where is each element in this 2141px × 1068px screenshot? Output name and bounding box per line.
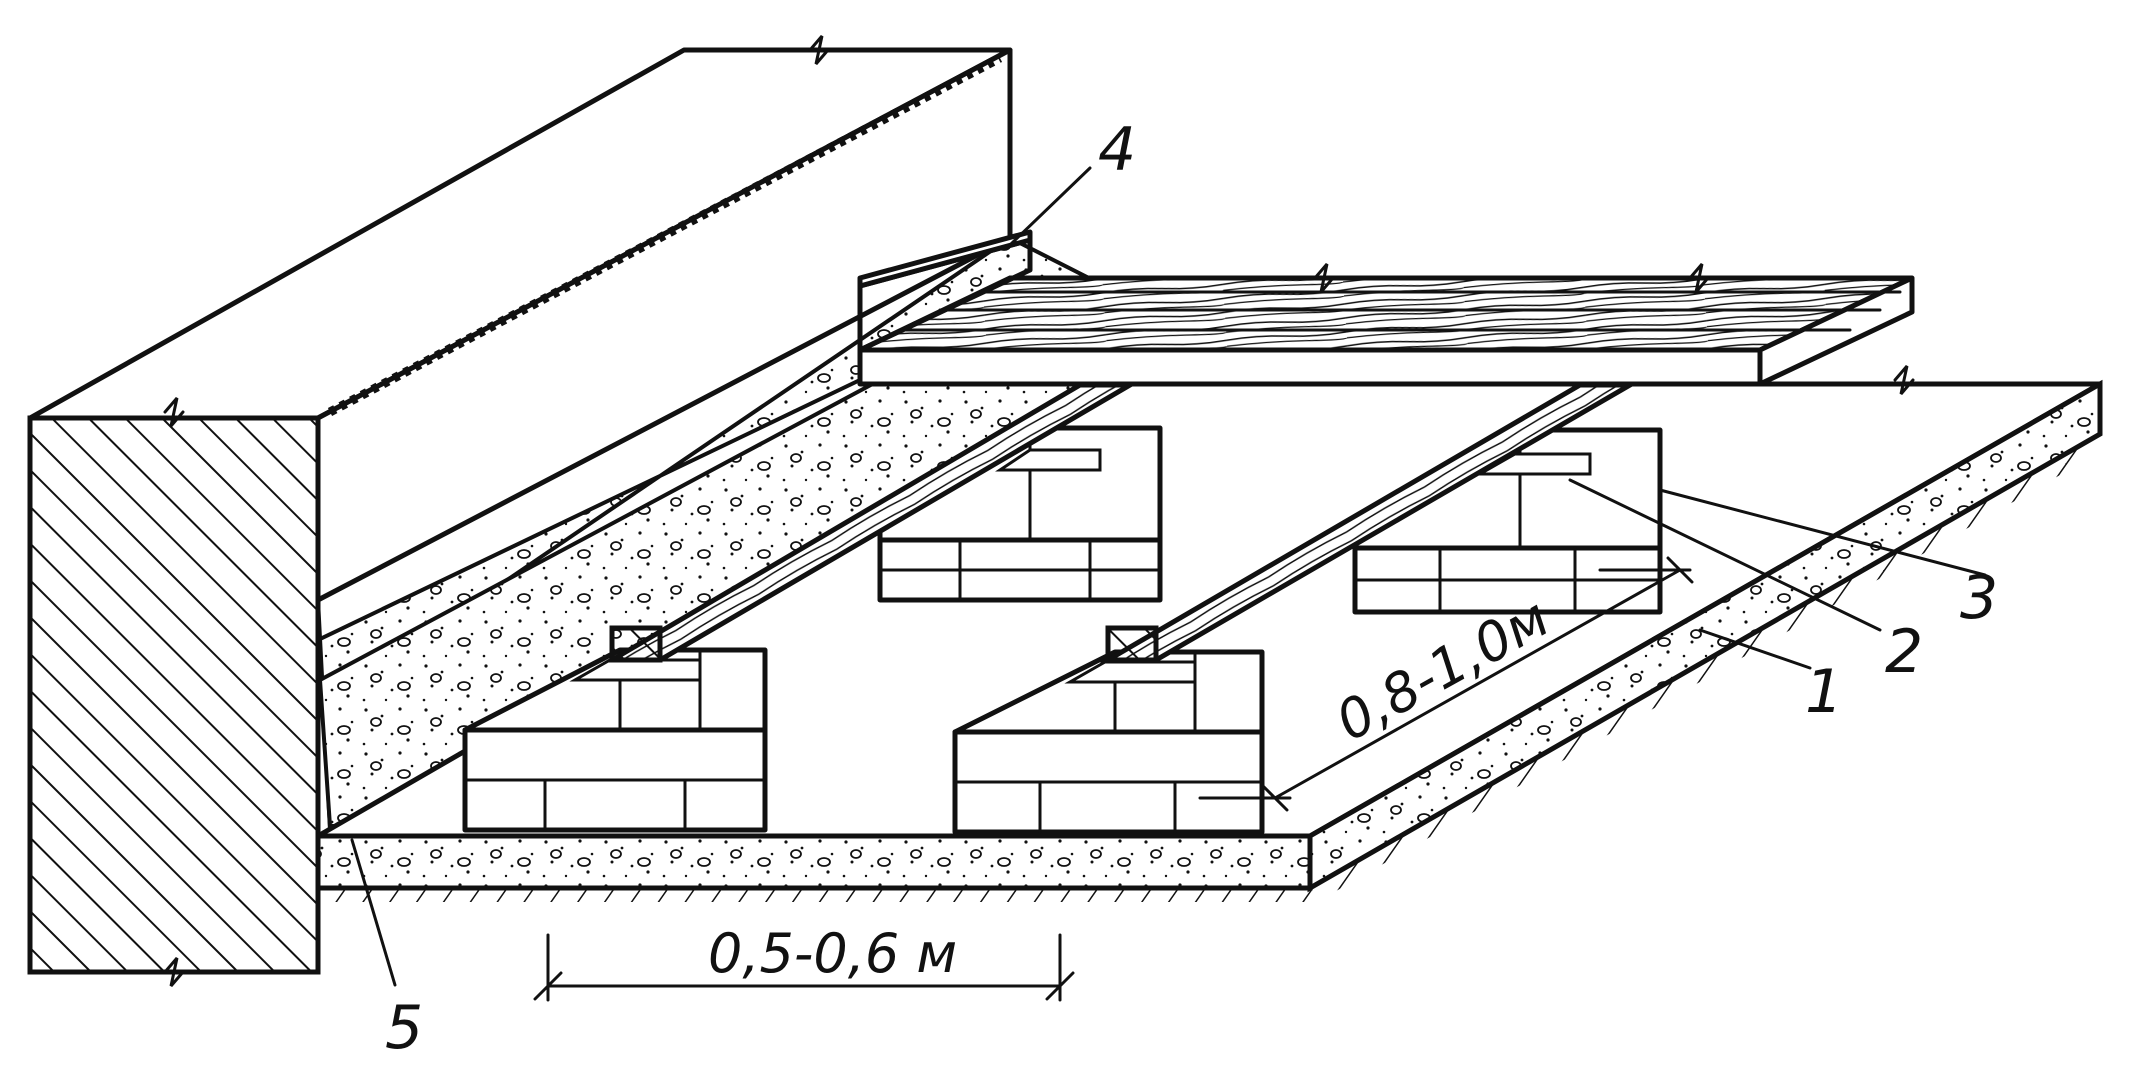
dimension-joist-spacing: 0,5-0,6 м bbox=[533, 922, 1075, 1002]
foundation-wall bbox=[27, 35, 1013, 987]
joist-left-end bbox=[609, 625, 663, 663]
skirting-board bbox=[857, 229, 1033, 353]
floor-boards bbox=[857, 263, 1915, 387]
board-break-mark-2 bbox=[1688, 263, 1710, 293]
slab-front-face bbox=[315, 833, 1313, 891]
callout-4: 4 bbox=[1098, 115, 1136, 185]
callout-1: 1 bbox=[1805, 657, 1843, 727]
board-front bbox=[857, 347, 1763, 387]
joists bbox=[602, 382, 1640, 663]
wall-break-mark-top bbox=[808, 35, 830, 65]
board-break-mark-1 bbox=[1313, 263, 1335, 293]
callout-numbers: 1 2 3 4 5 bbox=[385, 115, 1998, 1063]
callout-leaders bbox=[350, 166, 1987, 987]
wall-break-mark-left bbox=[163, 397, 185, 427]
callout-5: 5 bbox=[385, 993, 423, 1063]
callout-3: 3 bbox=[1960, 563, 1998, 633]
board-top bbox=[858, 275, 1914, 353]
wall-break-mark-bottom bbox=[163, 957, 185, 987]
slab-break-mark bbox=[1893, 365, 1915, 395]
wall-section-hatch bbox=[27, 415, 321, 975]
ground-under-slab bbox=[330, 888, 1310, 902]
callout-2: 2 bbox=[1885, 617, 1923, 687]
dimension-label-joist-spacing: 0,5-0,6 м bbox=[708, 922, 957, 985]
joist-right-end bbox=[1105, 625, 1159, 663]
